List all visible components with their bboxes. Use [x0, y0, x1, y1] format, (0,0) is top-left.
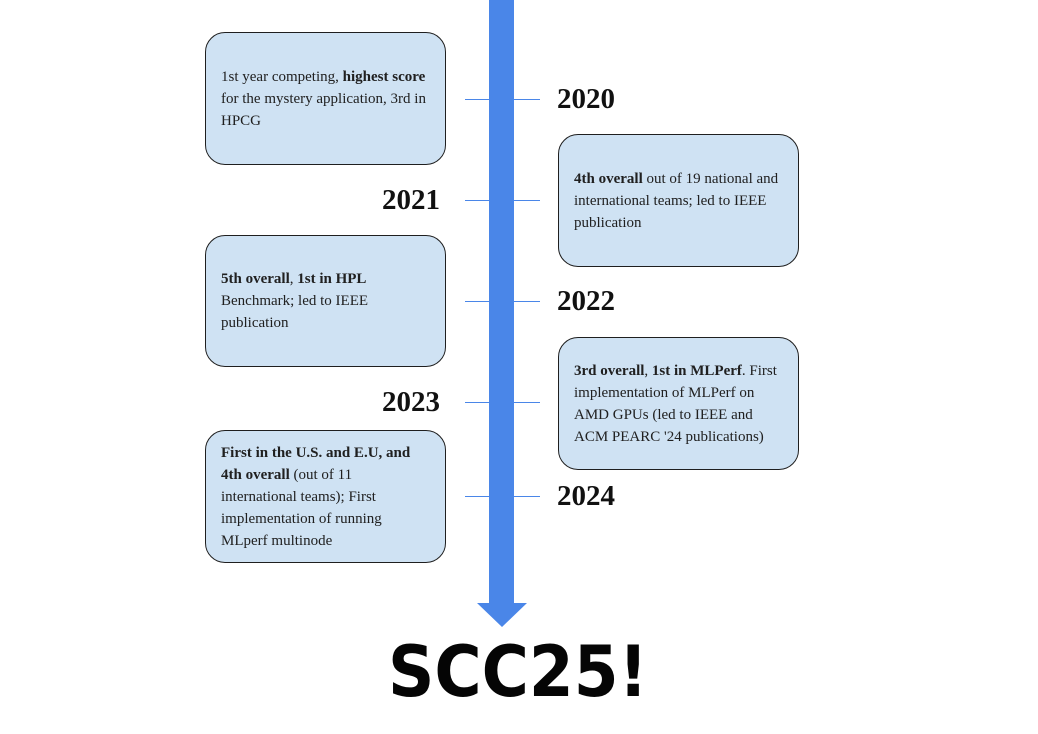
milestone-text-run: ,	[644, 362, 652, 379]
milestone-text-bold: 4th overall	[574, 170, 643, 187]
milestone-text: 5th overall, 1st in HPL Benchmark; led t…	[221, 268, 431, 334]
connector-2022-right	[514, 301, 540, 302]
milestone-text: 3rd overall, 1st in MLPerf. First implem…	[574, 360, 784, 448]
milestone-text-bold: 1st in MLPerf	[651, 362, 742, 379]
milestone-text-bold: 3rd overall	[574, 362, 645, 379]
connector-2023-right	[514, 402, 540, 403]
year-label-2021: 2021	[382, 184, 440, 216]
connector-2021-left	[465, 200, 489, 201]
year-label-2024: 2024	[557, 480, 615, 512]
milestone-text-bold: 5th overall	[221, 271, 290, 287]
connector-2020-right	[514, 99, 540, 100]
milestone-text-run: (out of 11 international teams); First i…	[221, 466, 382, 549]
milestone-card-2020: 1st year competing, highest score for th…	[205, 32, 446, 165]
milestone-card-2023: 3rd overall, 1st in MLPerf. First implem…	[558, 337, 799, 470]
connector-2021-right	[514, 200, 540, 201]
milestone-card-2024: First in the U.S. and E.U, and 4th overa…	[205, 430, 446, 563]
milestone-text-run: for the mystery application, 3rd in HPCG	[221, 90, 426, 129]
milestone-card-2021: 4th overall out of 19 national and inter…	[558, 134, 799, 267]
milestone-text-bold: highest score	[342, 68, 426, 85]
connector-2024-right	[514, 496, 540, 497]
connector-2024-left	[465, 496, 489, 497]
milestone-text-bold: 1st in HPL	[297, 271, 367, 287]
year-label-2020: 2020	[557, 83, 615, 115]
connector-2020-left	[465, 99, 489, 100]
milestone-text: 1st year competing, highest score for th…	[221, 66, 431, 132]
connector-2022-left	[465, 301, 489, 302]
milestone-text: 4th overall out of 19 national and inter…	[574, 168, 784, 234]
final-label: SCC25!	[388, 631, 648, 713]
year-label-2022: 2022	[557, 285, 615, 317]
milestone-text-run: ,	[289, 271, 298, 287]
milestone-card-2022: 5th overall, 1st in HPL Benchmark; led t…	[205, 235, 446, 367]
milestone-text-run: 1st year competing,	[221, 68, 343, 85]
milestone-text-bold: First in the U.S. and E.U, and 4th overa…	[221, 444, 411, 483]
year-label-2023: 2023	[382, 386, 440, 418]
timeline-arrow-head	[477, 603, 527, 627]
milestone-text-run: out of 19 national and international tea…	[574, 170, 779, 231]
milestone-text: First in the U.S. and E.U, and 4th overa…	[221, 442, 431, 552]
timeline-axis	[489, 0, 514, 604]
milestone-text-run: . First implementation of MLPerf on AMD …	[574, 362, 777, 445]
connector-2023-left	[465, 402, 489, 403]
milestone-text-run: Benchmark; led to IEEE publication	[221, 293, 369, 331]
